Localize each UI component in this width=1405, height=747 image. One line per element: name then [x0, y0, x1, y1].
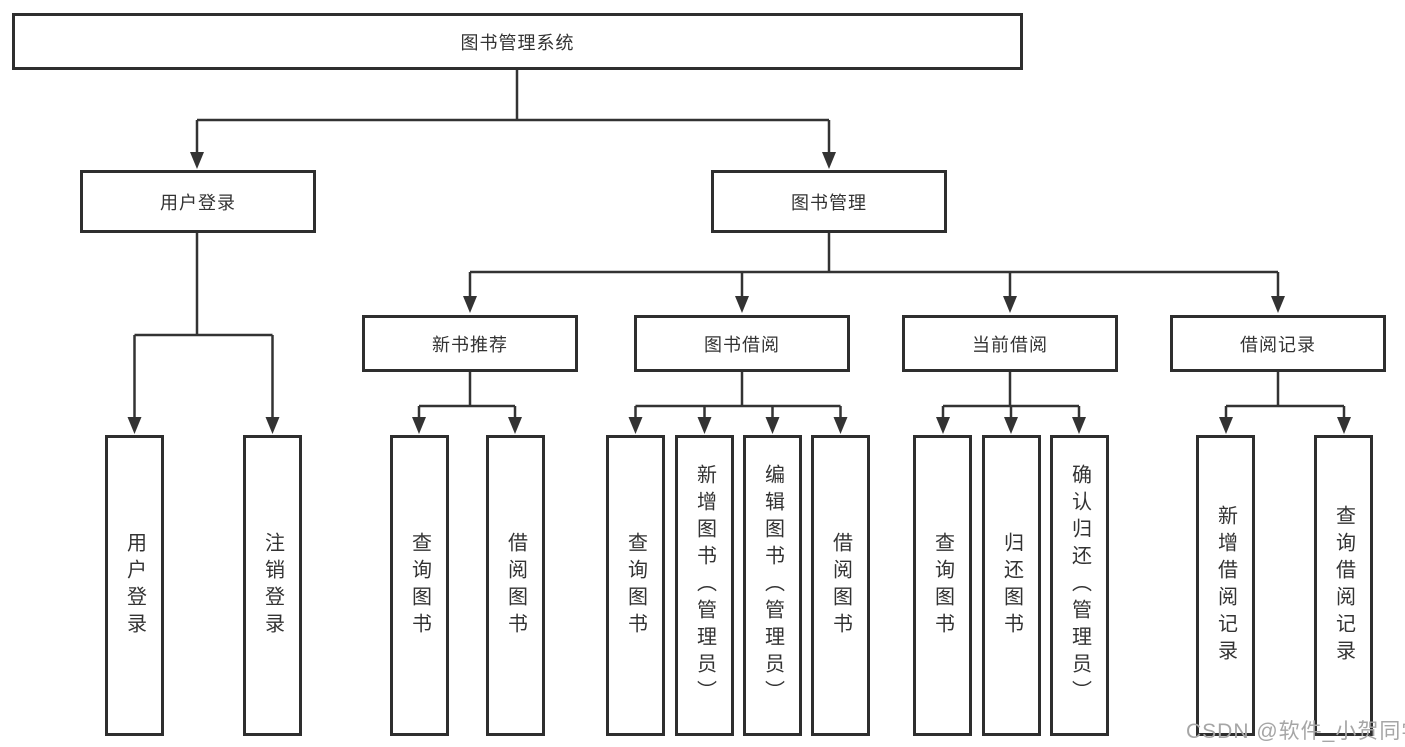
- leaf-borrow-query-books: 查询图书: [606, 435, 665, 736]
- node-user-login-label: 用户登录: [160, 192, 236, 213]
- arrowhead: [735, 296, 749, 313]
- arrowhead: [1337, 417, 1351, 434]
- arrowhead: [833, 417, 848, 434]
- leaf-logout: 注销登录: [243, 435, 302, 736]
- arrowhead: [127, 417, 142, 434]
- node-book-borrow-label: 图书借阅: [704, 334, 780, 355]
- node-borrow-records: 借阅记录: [1170, 315, 1386, 372]
- node-book-management-label: 图书管理: [791, 192, 867, 213]
- arrowhead: [412, 417, 426, 434]
- arrowhead: [1072, 417, 1086, 434]
- leaf-recommend-query-books: 查询图书: [390, 435, 449, 736]
- leaf-recommend-borrow-books: 借阅图书: [486, 435, 545, 736]
- leaf-records-query-label: 查询借阅记录: [1332, 504, 1355, 667]
- node-new-book-recommend-label: 新书推荐: [432, 334, 508, 355]
- leaf-borrow-borrow-books-label: 借阅图书: [829, 531, 852, 640]
- leaf-current-return-books-label: 归还图书: [1000, 531, 1023, 640]
- leaf-recommend-query-books-label: 查询图书: [408, 531, 431, 640]
- leaf-current-return-books: 归还图书: [982, 435, 1041, 736]
- node-book-management: 图书管理: [711, 170, 947, 233]
- leaf-borrow-borrow-books: 借阅图书: [811, 435, 870, 736]
- leaf-records-query: 查询借阅记录: [1314, 435, 1373, 736]
- node-root-label: 图书管理系统: [460, 32, 575, 53]
- arrowhead: [697, 417, 712, 434]
- node-root: 图书管理系统: [12, 13, 1023, 70]
- connector-book-management-children: [468, 233, 1280, 297]
- leaf-borrow-query-books-label: 查询图书: [624, 531, 647, 640]
- leaf-current-confirm-return-admin: 确认归还（管理员）: [1050, 435, 1109, 736]
- arrowhead: [1219, 417, 1233, 434]
- arrowhead: [508, 417, 522, 434]
- connector-user-login-children: [133, 233, 274, 418]
- arrowhead: [936, 417, 950, 434]
- connector-recommend-children: [417, 372, 517, 418]
- arrowhead: [1271, 296, 1285, 313]
- leaf-borrow-add-books-admin-label: 新增图书（管理员）: [693, 464, 716, 707]
- leaf-borrow-edit-books-admin: 编辑图书（管理员）: [743, 435, 802, 736]
- arrowhead: [628, 417, 643, 434]
- connector-root-to-level2: [195, 70, 831, 153]
- leaf-borrow-edit-books-admin-label: 编辑图书（管理员）: [761, 464, 784, 707]
- arrowhead: [190, 152, 204, 169]
- node-user-login: 用户登录: [80, 170, 316, 233]
- node-new-book-recommend: 新书推荐: [362, 315, 578, 372]
- leaf-recommend-borrow-books-label: 借阅图书: [504, 531, 527, 640]
- node-current-borrow: 当前借阅: [902, 315, 1118, 372]
- leaf-current-confirm-return-admin-label: 确认归还（管理员）: [1068, 464, 1091, 707]
- leaf-current-query-books-label: 查询图书: [931, 531, 954, 640]
- leaf-user-login: 用户登录: [105, 435, 164, 736]
- arrowhead: [1003, 296, 1017, 313]
- leaf-logout-label: 注销登录: [261, 531, 284, 640]
- leaf-current-query-books: 查询图书: [913, 435, 972, 736]
- arrowhead: [1004, 417, 1018, 434]
- leaf-user-login-label: 用户登录: [123, 531, 146, 640]
- arrowhead: [463, 296, 477, 313]
- node-borrow-records-label: 借阅记录: [1240, 334, 1316, 355]
- leaf-records-add: 新增借阅记录: [1196, 435, 1255, 736]
- csdn-watermark: CSDN @软件_小贺同学: [1186, 720, 1405, 743]
- connector-current-children: [941, 372, 1081, 418]
- node-current-borrow-label: 当前借阅: [972, 334, 1048, 355]
- arrowhead: [822, 152, 836, 169]
- node-book-borrow: 图书借阅: [634, 315, 850, 372]
- connector-records-children: [1224, 372, 1346, 418]
- leaf-records-add-label: 新增借阅记录: [1214, 504, 1237, 667]
- arrowhead: [265, 417, 280, 434]
- connector-borrow-children: [634, 372, 842, 418]
- leaf-borrow-add-books-admin: 新增图书（管理员）: [675, 435, 734, 736]
- arrowhead: [765, 417, 780, 434]
